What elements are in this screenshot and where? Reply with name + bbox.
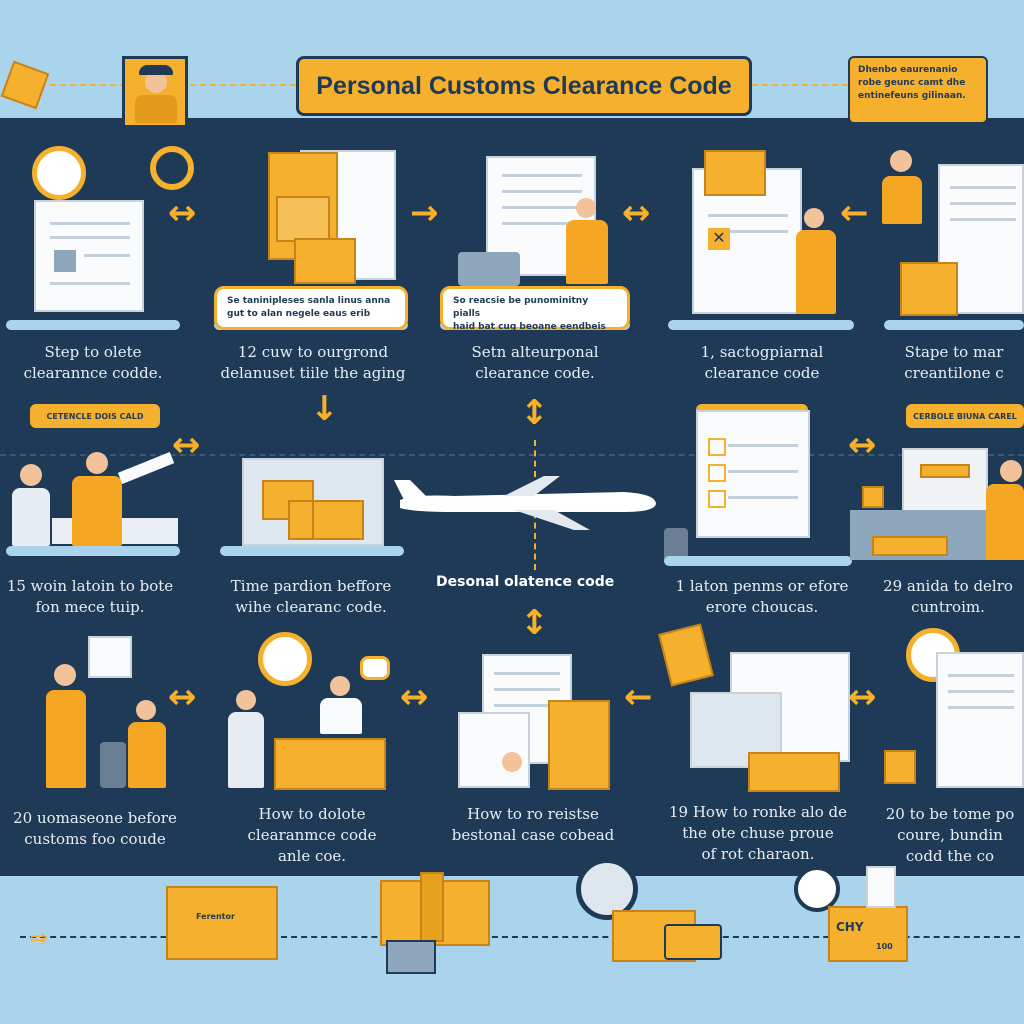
section-tag: CERBOLE BIUNA CAREL [906, 404, 1024, 428]
box-icon [420, 872, 444, 942]
arrow-icon: ↔ [622, 193, 651, 233]
suitcase-icon [386, 940, 436, 974]
shelf [884, 320, 1024, 330]
worker-head [86, 452, 108, 474]
scanner-icon [458, 252, 520, 286]
document-icon [866, 866, 896, 908]
worker-head [54, 664, 76, 686]
top-connector-right [752, 84, 848, 86]
shelf [220, 546, 404, 556]
person-head [890, 150, 912, 172]
arrow-vertical-icon: ↕ [520, 603, 549, 643]
worker-body [796, 230, 836, 314]
arrow-vertical-icon: ↕ [520, 393, 549, 433]
page-title: Personal Customs Clearance Code [296, 56, 752, 116]
bottom-connector [20, 936, 1020, 938]
worker-head [502, 752, 522, 772]
document-icon [34, 200, 144, 312]
shelf [6, 546, 180, 556]
step-caption: 1, sactogpiarnal clearance code [700, 343, 824, 382]
suitcase-icon [100, 742, 126, 788]
step-caption: 12 cuw to ourgrond delanuset tiile the a… [220, 343, 406, 382]
speech-bubble: So reacsie be punominitny pialls haid ba… [440, 286, 630, 332]
clock-icon [32, 146, 86, 200]
label-icon [704, 150, 766, 196]
step-caption: 20 uomaseone before customs foo coude [13, 809, 177, 848]
arrow-icon: ↔ [172, 425, 201, 465]
worker-body [566, 220, 608, 284]
box-stack [548, 700, 610, 790]
magnifier-icon [150, 146, 194, 190]
badge-icon [884, 750, 916, 784]
worker-head [1000, 460, 1022, 482]
officer-head [330, 676, 350, 696]
step-caption: 20 to be tome po coure, bundin codd the … [885, 805, 1015, 865]
box-row [872, 536, 948, 556]
worker-head [576, 198, 596, 218]
cash-icon [664, 924, 722, 960]
step-caption: Setn alteurponal clearance code. [471, 343, 599, 382]
monitor-icon [902, 448, 988, 516]
document-icon [88, 636, 132, 678]
box-icon [276, 196, 330, 242]
step-caption: How to ro reistse bestonal case cobead [451, 805, 615, 844]
arrow-icon: ← [840, 193, 869, 233]
clock-icon [258, 632, 312, 686]
arrow-icon: ↔ [400, 677, 429, 717]
worker-body [46, 690, 86, 788]
step-caption: 15 woin latoin to bote fon mece tuip. [6, 577, 174, 616]
box-icon [312, 500, 364, 540]
airplane-icon [394, 476, 656, 530]
step-caption: How to dolote clearanmce code anle coe. [247, 805, 377, 865]
document-icon [458, 712, 530, 788]
person-head [236, 690, 256, 710]
traveler-body [228, 712, 264, 788]
counter-desk [748, 752, 840, 792]
worker-head [136, 700, 156, 720]
step-caption: Stape to mar creantilone c [904, 343, 1004, 382]
step-caption: 1 laton penms or efore erore choucas. [675, 577, 849, 616]
arrow-icon: ↔ [848, 425, 877, 465]
step-caption: 29 anida to delro cuntroim. [883, 577, 1013, 616]
person-head [20, 464, 42, 486]
worker-head [804, 208, 824, 228]
counter-desk [274, 738, 386, 790]
box-icon: CHY 100 [828, 906, 908, 962]
arrow-icon: → [410, 193, 439, 233]
step-caption: Step to olete clearannce codde. [23, 343, 163, 382]
traveler-body [12, 488, 50, 546]
card-icon: Ferentor [166, 886, 278, 960]
arrow-icon: ↔ [848, 677, 877, 717]
top-note: Dhenbo eaurenanio robe geunc camt dhe en… [848, 56, 988, 124]
document-icon [696, 410, 810, 538]
step-caption: 19 How to ronke alo de the ote chuse pro… [668, 803, 847, 863]
shelf [668, 320, 854, 330]
speech-bubble: Se taninipleses sanla linus anna gut to … [214, 286, 408, 330]
chat-icon [360, 656, 390, 680]
box-icon [294, 238, 356, 284]
shelf [6, 320, 180, 330]
arrow-icon: ← [624, 677, 653, 717]
officer-body [320, 698, 362, 734]
worker-body [986, 484, 1024, 560]
arrow-down-icon: ↓ [310, 389, 339, 429]
plane-label: Desonal olatence code [436, 574, 615, 590]
officer-icon [122, 56, 188, 128]
row-divider [0, 454, 1024, 456]
arrow-icon: ↔ [168, 193, 197, 233]
document-icon [936, 652, 1024, 788]
box-icon [862, 486, 884, 508]
magnifier-icon [576, 858, 638, 920]
arrow-icon: ⇨ [30, 926, 49, 951]
shield-icon [900, 262, 958, 316]
section-tag: CETENCLE DOIS CALD [30, 404, 160, 428]
step-caption: Time pardion beffore wihe clearanc code. [230, 577, 392, 616]
worker-body [128, 722, 166, 788]
worker-body [72, 476, 122, 546]
person-body [882, 176, 922, 224]
arrow-icon: ↔ [168, 677, 197, 717]
shelf [664, 556, 852, 566]
tape-icon [794, 866, 840, 912]
